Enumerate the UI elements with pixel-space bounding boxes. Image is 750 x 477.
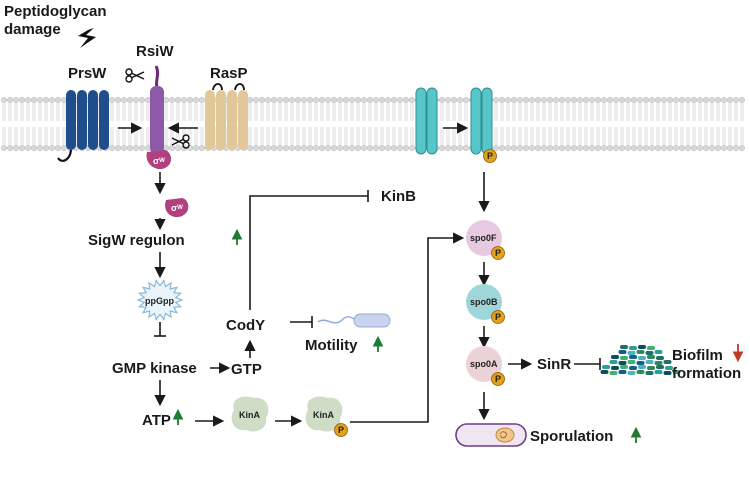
- cody-label: CodY: [226, 317, 265, 334]
- svg-text:P: P: [338, 425, 344, 435]
- svg-text:KinA: KinA: [239, 410, 260, 420]
- kinb-label: KinB: [381, 188, 416, 205]
- cody-inhibit-kinb-line: [249, 195, 368, 310]
- phospho-kina: P: [334, 423, 348, 437]
- rasp-protein: [205, 83, 248, 150]
- biofilm-label-line1: Biofilm: [672, 347, 723, 364]
- phospho-spo0f: P: [491, 246, 505, 260]
- ppgpp-label: ppGpp: [145, 296, 174, 306]
- rsiw-protein: [150, 86, 164, 154]
- kina-protein-2: KinA: [305, 396, 343, 432]
- arrow-kina-to-spo0f: [350, 232, 465, 423]
- rasp-label: RasP: [210, 65, 248, 82]
- svg-text:spo0B: spo0B: [470, 297, 498, 307]
- rsiw-tail: [154, 65, 160, 89]
- svg-text:σᵂ: σᵂ: [153, 156, 165, 166]
- sigma-w-bound: σᵂ: [146, 150, 172, 170]
- sinr-label: SinR: [537, 356, 571, 373]
- spore-cell-icon: [455, 423, 527, 447]
- prsw-label: PrsW: [68, 65, 107, 82]
- biofilm-label-line2: formation: [672, 365, 741, 382]
- scissors-icon: [125, 68, 145, 83]
- gmp-kinase-label: GMP kinase: [112, 360, 197, 377]
- sigw-regulon-label: SigW regulon: [88, 232, 185, 249]
- spo0f-protein: spo0F: [466, 220, 502, 256]
- scissors-icon-2: [171, 134, 190, 149]
- svg-text:spo0F: spo0F: [470, 233, 497, 243]
- spo0b-protein: spo0B: [466, 284, 502, 320]
- prsw-protein: [57, 90, 109, 162]
- membrane-kinase-2: [470, 87, 493, 155]
- svg-text:spo0A: spo0A: [470, 359, 498, 369]
- spo0a-protein: spo0A: [466, 346, 502, 382]
- rsiw-label: RsiW: [136, 43, 174, 60]
- phospho-spo0b: P: [491, 310, 505, 324]
- svg-text:P: P: [495, 374, 501, 384]
- damage-label-line1: Peptidoglycan: [4, 3, 107, 20]
- damage-label-line2: damage: [4, 21, 61, 38]
- svg-text:P: P: [487, 151, 493, 161]
- sigma-w-free: σᵂ: [165, 198, 189, 218]
- phospho-spo0a: P: [491, 372, 505, 386]
- svg-text:σᵂ: σᵂ: [171, 203, 183, 213]
- sporulation-label: Sporulation: [530, 428, 613, 445]
- svg-text:P: P: [495, 248, 501, 258]
- motility-label: Motility: [305, 337, 358, 354]
- phospho-membrane-kinase: P: [483, 149, 497, 163]
- gtp-label: GTP: [231, 361, 262, 378]
- cell-membrane: [1, 97, 745, 151]
- lightning-icon: [78, 28, 96, 48]
- svg-text:KinA: KinA: [313, 410, 334, 420]
- atp-label: ATP: [142, 412, 171, 429]
- biofilm-icon: [600, 345, 681, 375]
- kina-protein-1: KinA: [231, 396, 269, 432]
- flagellum-icon: [317, 313, 391, 328]
- membrane-kinase-1: [415, 87, 438, 155]
- svg-text:P: P: [495, 312, 501, 322]
- ppgpp-burst: [136, 279, 184, 321]
